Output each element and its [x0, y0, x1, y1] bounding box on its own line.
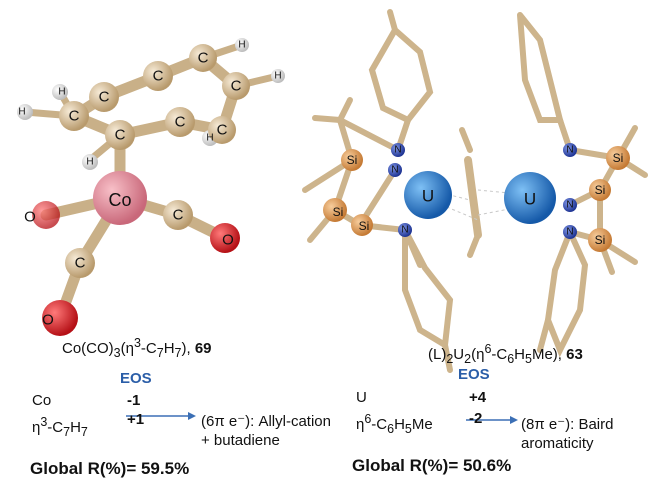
uranium-atom [504, 172, 556, 224]
svg-text:Si: Si [595, 183, 606, 197]
left-arrow [126, 412, 196, 420]
carbon-atom [65, 248, 95, 278]
right-note-line-2: aromaticity [521, 435, 594, 452]
svg-text:H: H [206, 133, 213, 144]
left-note-line-1: (6π e⁻): Allyl-cation [201, 413, 331, 430]
silicon-atom [323, 198, 347, 222]
svg-text:Si: Si [359, 219, 370, 233]
svg-text:U: U [524, 190, 536, 209]
left-compound-caption: Co(CO)3(η3-C7H7), 69 [62, 336, 212, 360]
left-row-2-value: +1 [127, 411, 145, 428]
left-global-r: Global R(%)= 59.5% [30, 459, 190, 478]
left-note-line-2: + butadiene [201, 432, 280, 449]
svg-text:O: O [42, 312, 54, 329]
hydrogen-atom [235, 38, 249, 52]
hydrogen-atom [82, 154, 98, 170]
hydrogen-atom [17, 104, 33, 120]
svg-text:C: C [115, 127, 126, 144]
oxygen-atom [210, 223, 240, 253]
nitrogen-atom [388, 163, 402, 177]
right-compound-caption: (L)2U2(η6-C6H5Me), 63 [428, 342, 583, 366]
svg-text:N: N [566, 200, 573, 211]
svg-text:C: C [69, 108, 80, 125]
svg-text:H: H [238, 40, 245, 51]
carbon-atom [208, 116, 236, 144]
carbon-atom [189, 44, 217, 72]
right-arrow [466, 416, 518, 424]
uranium-atom [404, 171, 452, 219]
svg-text:U: U [422, 187, 434, 206]
carbon-atom [89, 82, 119, 112]
svg-text:H: H [86, 157, 93, 168]
svg-text:C: C [175, 114, 186, 131]
svg-text:Si: Si [347, 153, 358, 167]
svg-text:Co: Co [108, 190, 131, 210]
svg-text:N: N [401, 225, 408, 236]
svg-text:N: N [394, 145, 401, 156]
hydrogen-atom [271, 69, 285, 83]
svg-text:N: N [566, 227, 573, 238]
left-row-1-fragment: Co [32, 392, 52, 409]
carbon-atom [163, 200, 193, 230]
svg-text:C: C [231, 78, 242, 95]
svg-text:N: N [391, 165, 398, 176]
left-row-1-value: -1 [127, 392, 141, 409]
svg-text:C: C [173, 207, 184, 224]
silicon-atom [589, 179, 611, 201]
nitrogen-atom [398, 223, 412, 237]
svg-text:Si: Si [613, 151, 624, 165]
carbon-atom [105, 120, 135, 150]
svg-text:Si: Si [333, 205, 344, 219]
svg-text:Si: Si [595, 233, 606, 247]
svg-text:C: C [99, 89, 110, 106]
cobalt-atom [93, 171, 147, 225]
right-row-2-value: -2 [469, 410, 483, 427]
nitrogen-atom [563, 198, 577, 212]
silicon-atom [588, 228, 612, 252]
svg-text:H: H [58, 87, 65, 98]
right-row-1-fragment: U [356, 389, 367, 406]
cobalt-complex-model: C C C C C C C C C C Co O O O H H H H H H [17, 38, 285, 336]
left-eos-title: EOS [120, 370, 152, 387]
right-atom-labels: U U Si Si Si Si Si Si N N N N N N [333, 145, 624, 248]
hydrogen-atom [52, 84, 68, 100]
carbon-atom [59, 101, 89, 131]
right-global-r: Global R(%)= 50.6% [352, 456, 512, 475]
oxygen-atom [42, 300, 78, 336]
nitrogen-atom [563, 225, 577, 239]
right-atoms [323, 143, 630, 252]
svg-text:N: N [566, 145, 573, 156]
svg-text:O: O [24, 209, 36, 226]
nitrogen-atom [563, 143, 577, 157]
oxygen-atom [32, 201, 60, 229]
carbon-atom [222, 72, 250, 100]
left-atom-labels: C C C C C C C C C C Co O O O H H H H H H [18, 40, 281, 329]
carbon-atom [165, 107, 195, 137]
silicon-atom [606, 146, 630, 170]
svg-text:C: C [75, 255, 86, 272]
left-row-2-fragment: η3-C7H7 [32, 415, 88, 439]
svg-text:C: C [153, 68, 164, 85]
svg-text:O: O [222, 232, 234, 249]
uranium-complex-model: U U Si Si Si Si Si Si N N N N N N [302, 9, 648, 373]
svg-text:H: H [274, 71, 281, 82]
silicon-atom [341, 149, 363, 171]
svg-text:H: H [18, 107, 25, 118]
right-note-line-1: (8π e⁻): Baird [521, 416, 614, 433]
carbon-atom [143, 61, 173, 91]
svg-text:C: C [217, 122, 228, 139]
right-row-1-value: +4 [469, 389, 487, 406]
nitrogen-atom [391, 143, 405, 157]
right-row-2-fragment: η6-C6H5Me [356, 412, 433, 436]
silicon-atom [351, 214, 373, 236]
right-eos-title: EOS [458, 366, 490, 383]
svg-text:C: C [198, 50, 209, 67]
left-atoms [17, 38, 285, 336]
